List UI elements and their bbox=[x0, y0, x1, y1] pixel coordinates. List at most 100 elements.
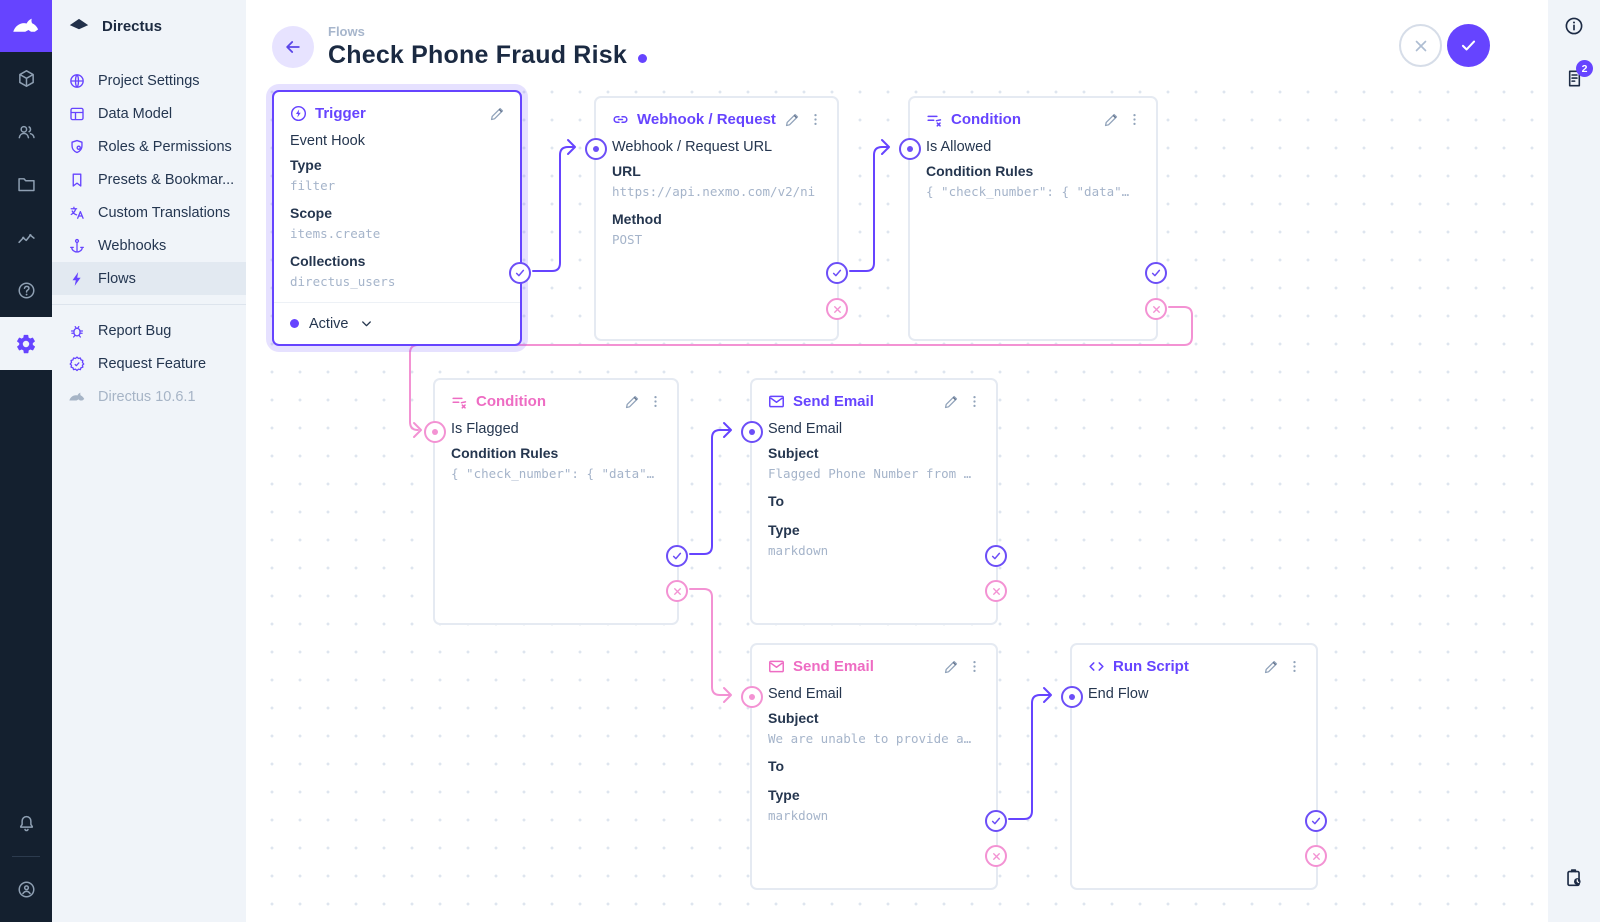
more-options-icon[interactable] bbox=[967, 659, 982, 674]
module-insights[interactable] bbox=[0, 211, 52, 264]
input-port[interactable] bbox=[741, 686, 763, 708]
edit-icon[interactable] bbox=[943, 393, 960, 410]
flow-node-condition-is-flagged[interactable]: Condition Is Flagged Condition Rules{ "c… bbox=[424, 378, 688, 625]
notifications-panel-button[interactable]: 2 bbox=[1548, 52, 1600, 104]
reject-port[interactable] bbox=[666, 580, 688, 602]
rabbit-logo-icon bbox=[13, 18, 39, 32]
sidebar-item-flows[interactable]: Flows bbox=[52, 262, 246, 295]
flow-node-condition-is-allowed[interactable]: Condition Is Allowed Condition Rules{ "c… bbox=[899, 96, 1167, 341]
sidebar-item-roles-permissions[interactable]: Roles & Permissions bbox=[52, 130, 246, 163]
check-icon bbox=[1461, 40, 1476, 51]
more-options-icon[interactable] bbox=[648, 394, 663, 409]
insights-icon bbox=[17, 234, 35, 244]
resolve-port[interactable] bbox=[1145, 262, 1167, 284]
field-label: To bbox=[768, 758, 785, 774]
bell-icon bbox=[19, 815, 33, 832]
input-port[interactable] bbox=[741, 421, 763, 443]
edit-icon[interactable] bbox=[1103, 111, 1120, 128]
sidebar-item-webhooks[interactable]: Webhooks bbox=[52, 229, 246, 262]
info-icon bbox=[1565, 17, 1583, 35]
info-button[interactable] bbox=[1548, 0, 1600, 52]
reject-port[interactable] bbox=[1305, 845, 1327, 867]
flow-node-run-script[interactable]: Run Script End Flow bbox=[1061, 643, 1327, 890]
operation-name: Event Hook bbox=[290, 133, 365, 149]
node-title: Condition bbox=[951, 111, 1021, 128]
edit-icon[interactable] bbox=[784, 111, 801, 128]
envelope-icon bbox=[767, 657, 786, 676]
resolve-port[interactable] bbox=[985, 810, 1007, 832]
revisions-button[interactable] bbox=[1548, 852, 1600, 904]
sidebar-item-presets-bookmarks[interactable]: Presets & Bookmar... bbox=[52, 163, 246, 196]
field-value: Flagged Phone Number from … bbox=[768, 466, 972, 481]
version-label: Directus 10.6.1 bbox=[98, 388, 196, 405]
field-value: filter bbox=[290, 178, 336, 193]
trigger-status-row[interactable]: Active bbox=[274, 302, 520, 344]
project-logo-icon bbox=[69, 18, 89, 30]
edit-icon[interactable] bbox=[1263, 658, 1280, 675]
condition-rule-icon bbox=[925, 110, 944, 129]
sidebar-item-data-model[interactable]: Data Model bbox=[52, 97, 246, 130]
changelog-icon bbox=[1568, 70, 1580, 86]
folder-icon bbox=[17, 178, 35, 192]
reject-port[interactable] bbox=[985, 845, 1007, 867]
unsaved-indicator-dot bbox=[637, 54, 647, 63]
resolve-port[interactable] bbox=[1305, 810, 1327, 832]
reject-port[interactable] bbox=[985, 580, 1007, 602]
module-bar-divider bbox=[12, 856, 40, 857]
input-port[interactable] bbox=[585, 138, 607, 160]
notifications-button[interactable] bbox=[0, 797, 52, 850]
flow-node-webhook[interactable]: Webhook / Request URL Webhook / Request … bbox=[585, 96, 848, 341]
code-icon bbox=[1087, 657, 1106, 676]
back-button[interactable] bbox=[272, 26, 314, 68]
field-label: Method bbox=[612, 211, 662, 227]
resolve-port[interactable] bbox=[509, 262, 531, 284]
module-files[interactable] bbox=[0, 158, 52, 211]
edit-icon[interactable] bbox=[624, 393, 641, 410]
breadcrumb[interactable]: Flows bbox=[328, 24, 365, 39]
input-port[interactable] bbox=[899, 138, 921, 160]
sidebar-divider bbox=[52, 304, 246, 305]
discard-button[interactable] bbox=[1399, 24, 1442, 67]
sidebar-item-label: Webhooks bbox=[98, 237, 167, 254]
arrow-left-icon bbox=[286, 41, 300, 53]
project-header[interactable]: Directus bbox=[52, 0, 246, 52]
resolve-port[interactable] bbox=[826, 262, 848, 284]
node-title: Run Script bbox=[1113, 658, 1189, 675]
sidebar-item-custom-translations[interactable]: Custom Translations bbox=[52, 196, 246, 229]
edit-icon[interactable] bbox=[943, 658, 960, 675]
directus-logo[interactable] bbox=[0, 0, 52, 52]
resolve-port[interactable] bbox=[666, 545, 688, 567]
status-dot bbox=[290, 319, 299, 328]
module-users[interactable] bbox=[0, 105, 52, 158]
module-settings[interactable] bbox=[0, 317, 52, 370]
field-label: Subject bbox=[768, 445, 819, 461]
field-label: Type bbox=[290, 157, 322, 173]
sidebar-item-request-feature[interactable]: Request Feature bbox=[52, 347, 246, 380]
more-options-icon[interactable] bbox=[808, 112, 823, 127]
input-port[interactable] bbox=[1061, 686, 1083, 708]
sidebar-item-project-settings[interactable]: Project Settings bbox=[52, 64, 246, 97]
more-options-icon[interactable] bbox=[1287, 659, 1302, 674]
reject-port[interactable] bbox=[1145, 298, 1167, 320]
resolve-port[interactable] bbox=[985, 545, 1007, 567]
rabbit-logo-icon bbox=[68, 388, 86, 406]
more-options-icon[interactable] bbox=[1127, 112, 1142, 127]
edit-icon[interactable] bbox=[489, 105, 506, 122]
sidebar-item-report-bug[interactable]: Report Bug bbox=[52, 314, 246, 347]
reject-port[interactable] bbox=[826, 298, 848, 320]
node-title: Trigger bbox=[315, 105, 366, 122]
bolt-icon bbox=[68, 270, 86, 288]
more-options-icon[interactable] bbox=[967, 394, 982, 409]
link-icon bbox=[611, 110, 630, 129]
module-content[interactable] bbox=[0, 52, 52, 105]
field-value: items.create bbox=[290, 226, 381, 241]
node-title: Send Email bbox=[793, 658, 874, 675]
module-help[interactable] bbox=[0, 264, 52, 317]
save-button[interactable] bbox=[1447, 24, 1490, 67]
input-port[interactable] bbox=[424, 421, 446, 443]
account-button[interactable] bbox=[0, 863, 52, 916]
clipboard-clock-icon bbox=[1567, 869, 1581, 887]
